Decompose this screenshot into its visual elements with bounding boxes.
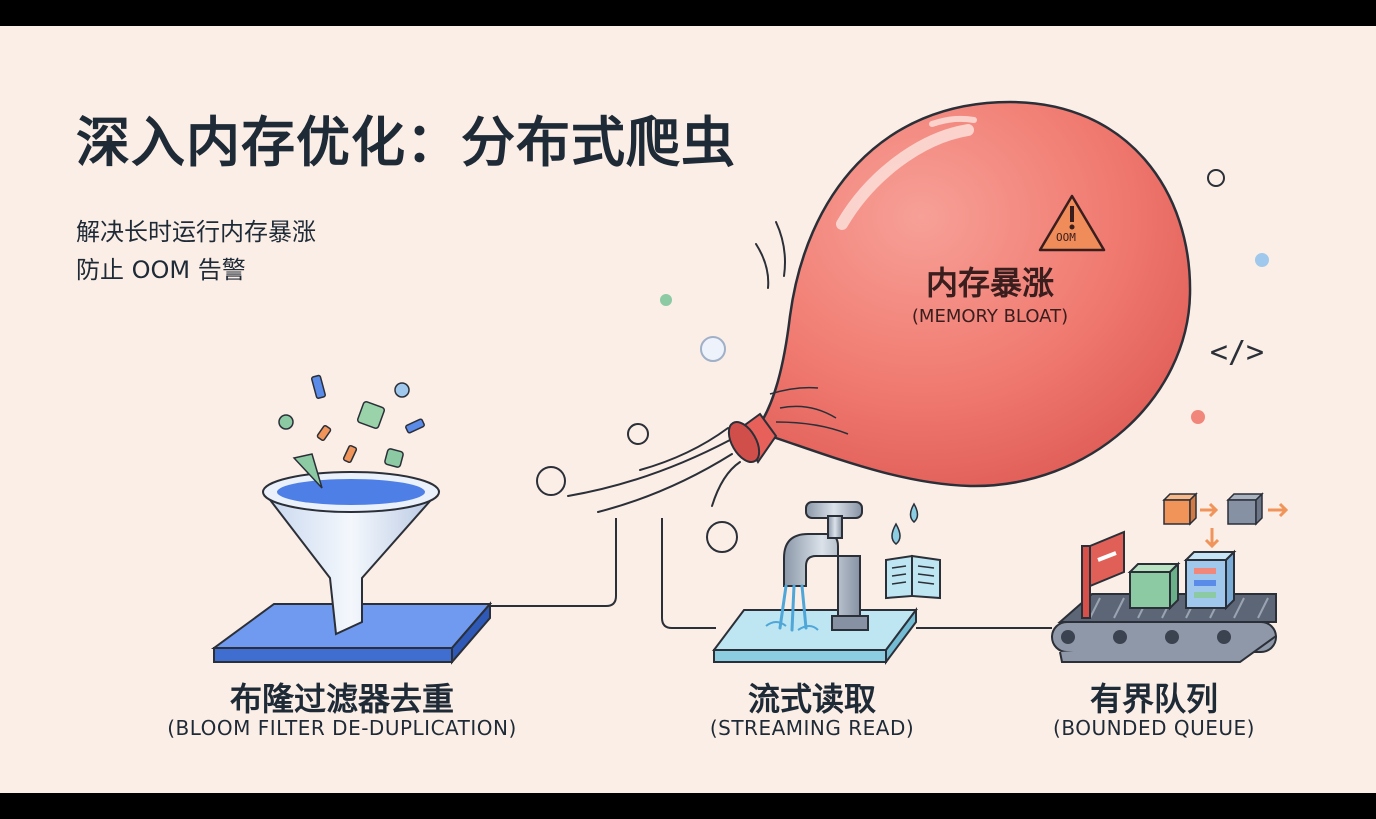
warning-icon: [1038, 194, 1106, 252]
streaming-read-station: [712, 501, 941, 665]
station-label-bloom-filter: 布隆过滤器去重: [229, 680, 454, 718]
subtitle-line-2: 防止 OOM 告警: [76, 256, 246, 284]
station-label-bounded-queue: 有界队列: [1089, 680, 1218, 718]
dot: [1191, 410, 1205, 424]
page-title: 深入内存优化：分布式爬虫: [76, 111, 736, 174]
station-label-streaming-read: 流式读取: [747, 680, 876, 718]
bounded-queue-station: [1051, 492, 1289, 663]
station-sublabel-bloom-filter: (BLOOM FILTER DE-DUPLICATION): [167, 716, 517, 740]
balloon-label-en: (MEMORY BLOAT): [911, 306, 1069, 327]
oom-badge: OOM: [1056, 231, 1076, 244]
dot: [660, 294, 672, 306]
air-stream-lines: [567, 221, 786, 513]
dot: [1255, 253, 1269, 267]
dot: [1207, 169, 1225, 187]
swirl-circle: [706, 521, 738, 553]
connector-lines: [490, 518, 1052, 629]
balloon-label-cn: 内存暴涨: [925, 264, 1054, 302]
swirl-circle: [536, 466, 566, 496]
swirl-circle: [627, 423, 649, 445]
station-sublabel-streaming-read: (STREAMING READ): [709, 716, 915, 740]
slide-canvas: </>: [0, 26, 1376, 793]
bloom-filter-station: [210, 374, 493, 665]
code-glyph-icon: </>: [1210, 335, 1264, 370]
bubble-dot: [700, 336, 726, 362]
balloon: [727, 100, 1192, 488]
station-sublabel-bounded-queue: (BOUNDED QUEUE): [1053, 716, 1255, 740]
illustration: </>: [210, 100, 1289, 665]
subtitle-line-1: 解决长时运行内存暴涨: [76, 218, 316, 246]
